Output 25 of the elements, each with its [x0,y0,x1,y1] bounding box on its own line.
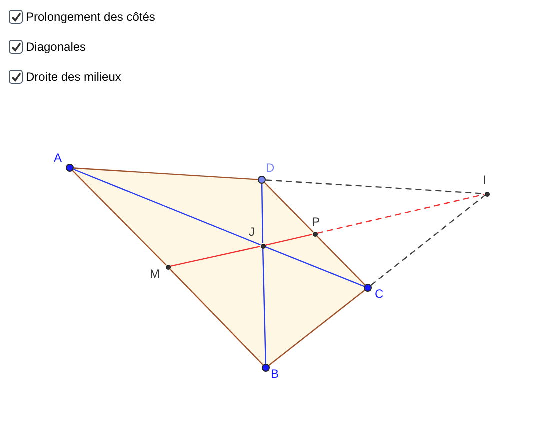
line-segment [262,248,266,364]
checkbox: Droite des milieux [9,68,122,86]
line-segment [265,234,313,246]
line-segment [72,170,167,266]
point-label: P [312,216,320,228]
point-label: C [375,288,384,300]
point-label: M [150,268,160,280]
dashed-line [370,195,486,286]
checkbox: Diagonales [9,38,86,56]
line-segment [169,268,264,366]
line-segment [74,168,258,180]
point-label: D [266,162,275,174]
dashed-line [317,194,485,234]
checkbox: Prolongement des côtés [9,8,156,26]
line-segment [268,290,366,366]
point-label: I [483,174,486,186]
line-segment [261,184,264,244]
line-segment [73,168,261,246]
line-segment [264,182,314,233]
line-segment [316,235,366,286]
line-segment [265,246,364,288]
point-label: J [249,226,255,238]
point-label: A [54,152,62,164]
point-label: B [271,368,280,380]
line-segment [170,246,261,268]
